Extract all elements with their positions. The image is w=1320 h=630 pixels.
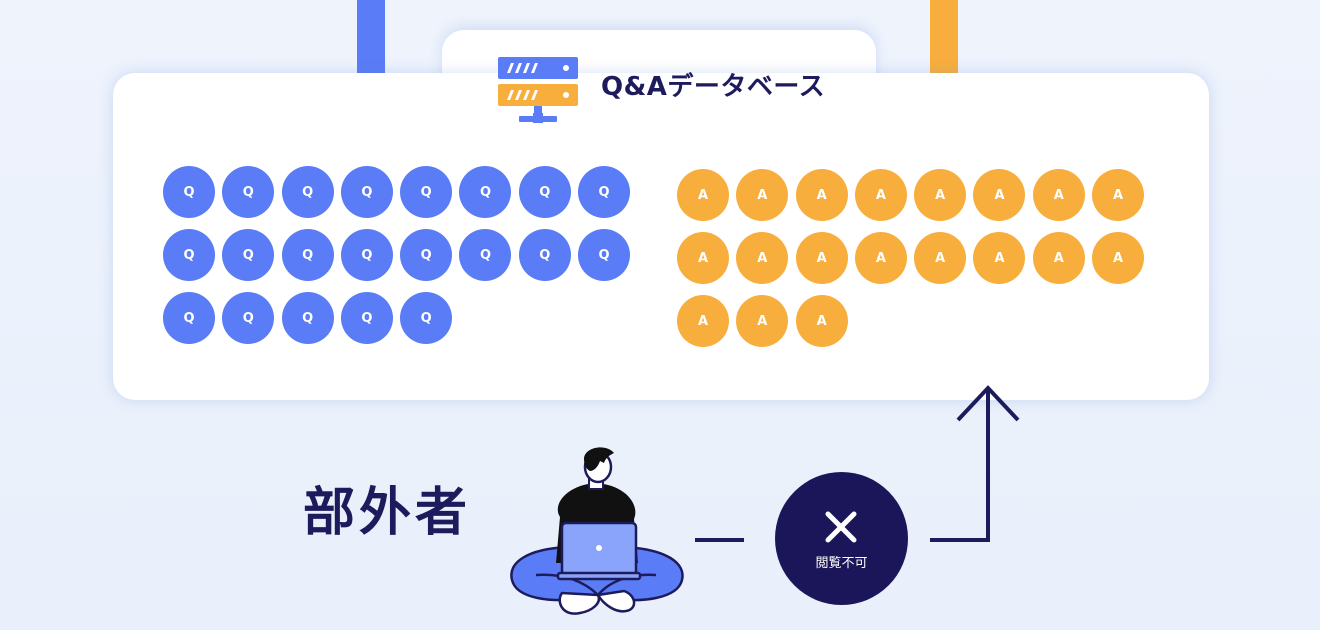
question-circle: Q [518,166,571,218]
question-circle: Q [163,166,215,218]
answer-circle: A [677,295,729,347]
answer-circle: A [854,232,907,284]
answer-circle: A [1092,232,1145,284]
answer-circle: A [795,295,848,347]
question-circle: Q [400,292,453,344]
answer-circle: A [914,169,967,221]
question-circle: Q [222,292,275,344]
access-denied-label: 閲覧不可 [815,556,868,571]
server-icon [498,57,578,123]
answer-circle: A [677,232,729,284]
answer-circle: A [914,232,967,284]
access-denied-badge: 閲覧不可 [775,472,908,605]
answer-circle: A [795,169,848,221]
question-circle: Q [281,292,334,344]
access-flow-line [695,385,1020,542]
question-circle: Q [340,292,393,344]
question-circle: Q [400,229,453,281]
question-circle: Q [459,166,512,218]
database-title: Q&Aデータベース [601,72,826,102]
question-circle: Q [281,229,334,281]
question-circle: Q [400,166,453,218]
question-circle: Q [518,229,571,281]
answer-circle: A [854,169,907,221]
answer-circle: A [1092,169,1145,221]
question-circle: Q [222,166,275,218]
question-circle: Q [578,166,631,218]
question-circle: Q [163,229,215,281]
question-circle: Q [340,229,393,281]
answer-circle: A [736,169,789,221]
answer-circle: A [736,295,789,347]
question-circle: Q [340,166,393,218]
question-circle: Q [281,166,334,218]
answer-circle: A [973,169,1026,221]
answer-circle: A [1032,169,1085,221]
question-circle: Q [222,229,275,281]
person-laptop-icon [510,447,684,615]
answer-circle: A [677,169,729,221]
outsider-label: 部外者 [303,483,472,543]
answer-circle: A [973,232,1026,284]
answer-circle: A [1032,232,1085,284]
question-circle: Q [163,292,215,344]
x-icon [825,511,857,543]
question-circle: Q [578,229,631,281]
answer-circle: A [795,232,848,284]
question-circle: Q [459,229,512,281]
answer-circle: A [736,232,789,284]
